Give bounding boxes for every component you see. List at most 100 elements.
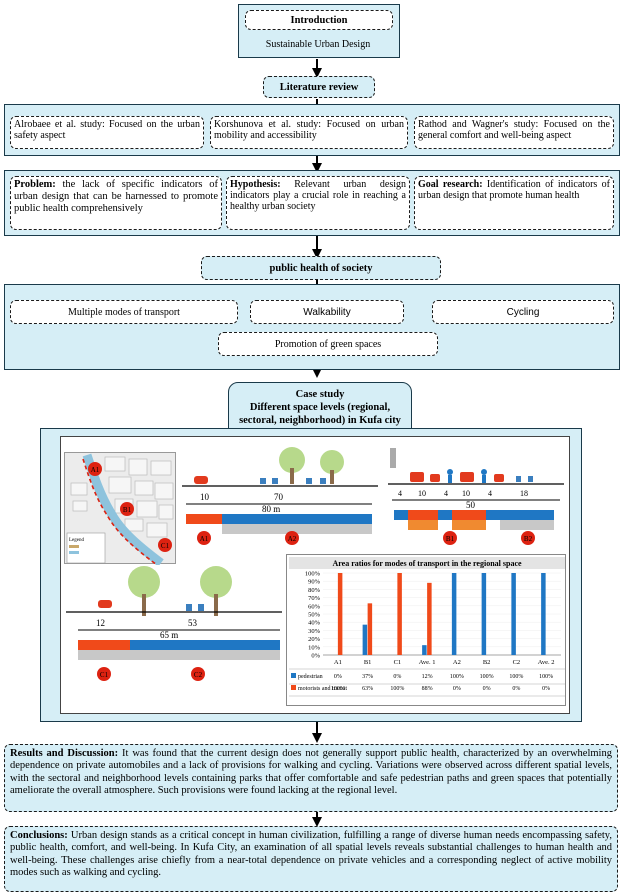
s3-dim-2: 53 — [188, 618, 198, 628]
case-study-line1: Different space levels (regional, — [249, 402, 391, 413]
case-study-line2: sectoral, neighborhood) in Kufa city — [239, 415, 401, 426]
introduction-box: Introduction Sustainable Urban Design — [238, 4, 400, 58]
s1-dim-2: 70 — [274, 492, 284, 502]
conclusions-label: Conclusions: — [10, 830, 68, 841]
conclusions-text: Urban design stands as a critical concep… — [10, 830, 612, 879]
conclusions-box: Conclusions: Urban design stands as a cr… — [4, 826, 618, 892]
goal-text: Identification of indicators of urban de… — [418, 179, 610, 201]
x-tick-label: A1 — [334, 659, 342, 666]
s2-dim-3: 4 — [444, 489, 448, 498]
table-cell: 0% — [483, 686, 491, 692]
bench-icon — [186, 604, 204, 611]
hypothesis-box: Hypothesis: Relevant urban design indica… — [226, 176, 410, 230]
bar-pedestrian-6 — [511, 573, 516, 655]
legend-swatch-0 — [291, 673, 296, 678]
x-tick-label: B2 — [483, 659, 491, 666]
s1-marker-a1: A1 — [200, 535, 209, 543]
legend-label-0: pedestrian — [298, 674, 323, 680]
table-cell: 100% — [509, 674, 523, 680]
s3-marker-c2: C2 — [194, 671, 203, 679]
introduction-subtitle: Sustainable Urban Design — [265, 38, 371, 50]
y-tick-label: 10% — [308, 644, 321, 651]
x-tick-label: C2 — [513, 659, 521, 666]
table-cell: 37% — [362, 674, 373, 680]
public-health-box — [4, 284, 620, 370]
map-label-c1: C1 — [161, 542, 170, 550]
study-rathod-wagner: Rathod and Wagner's study: Focused on th… — [414, 116, 614, 149]
x-tick-label: Ave. 2 — [538, 659, 555, 666]
problem-label: Problem: — [14, 179, 56, 190]
s2-marker-b2: B2 — [524, 535, 533, 543]
results-text: It was found that the current design doe… — [10, 748, 612, 797]
table-cell: 100% — [331, 686, 345, 692]
introduction-title: Introduction — [245, 10, 393, 30]
s1-marker-a2: A2 — [288, 535, 297, 543]
table-cell: 63% — [362, 686, 373, 692]
table-cell: 0% — [542, 686, 550, 692]
tree-icon — [128, 566, 160, 616]
car-icon — [98, 600, 112, 608]
s2-dim-6: 18 — [520, 489, 528, 498]
x-tick-label: Ave. 1 — [419, 659, 436, 666]
y-tick-label: 0% — [311, 653, 320, 660]
pedestrian-icon — [481, 469, 487, 475]
goal-label: Goal research: — [418, 179, 483, 190]
s2-marker-b1: B1 — [446, 535, 455, 543]
results-discussion-box: Results and Discussion: It was found tha… — [4, 744, 618, 812]
map-legend-label: Legend — [69, 538, 84, 543]
y-tick-label: 100% — [305, 571, 321, 578]
s3-total: 65 m — [160, 630, 178, 640]
map-graphic: A1 B1 C1 Legend — [66, 453, 174, 567]
bar-pedestrian-1 — [362, 624, 368, 655]
bar-pedestrian-7 — [541, 573, 546, 655]
table-cell: 0% — [334, 674, 342, 680]
y-tick-label: 50% — [308, 612, 321, 619]
y-tick-label: 90% — [308, 579, 321, 586]
s2-dim-4: 10 — [462, 489, 470, 498]
table-cell: 100% — [450, 674, 464, 680]
x-tick-label: B1 — [364, 659, 372, 666]
hypothesis-text: Relevant urban design indicators play a … — [230, 179, 406, 212]
bench-icon — [516, 476, 533, 482]
item-promotion-of-green-spaces: Promotion of green spaces — [218, 332, 438, 356]
s3-marker-c1: C1 — [100, 671, 109, 679]
kufa-map: A1 B1 C1 Legend — [64, 452, 176, 567]
case-study-title: Case study — [295, 388, 345, 400]
study-alrobaee: Alrobaee et al. study: Focused on the ur… — [10, 116, 204, 149]
s2-dim-2: 10 — [418, 489, 426, 498]
study-korshunova: Korshunova et al. study: Focused on urba… — [210, 116, 408, 149]
public-health-title: public health of society — [201, 256, 441, 280]
chart-svg: Area ratios for modes of transport in th… — [289, 557, 565, 697]
street-section-1: 10 70 80 m A1 A2 — [182, 447, 378, 545]
car-icon — [194, 476, 208, 484]
hypothesis-label: Hypothesis: — [230, 179, 281, 190]
bar-motorists-1 — [367, 603, 373, 655]
table-cell: 0% — [393, 674, 401, 680]
street-section-2: 4 10 4 10 4 18 50 B1 B2 — [388, 448, 564, 545]
problem-box: Problem: the lack of specific indicators… — [10, 176, 222, 230]
item-walkability: Walkability — [250, 300, 404, 324]
s1-dim-1: 10 — [200, 492, 210, 502]
table-cell: 12% — [422, 674, 433, 680]
chart-title: Area ratios for modes of transport in th… — [332, 559, 522, 568]
x-tick-label: A2 — [453, 659, 461, 666]
s3-dim-1: 12 — [96, 618, 105, 628]
car-icon — [494, 474, 504, 482]
s1-total: 80 m — [262, 504, 280, 514]
tree-icon — [279, 447, 305, 484]
bench-icon — [260, 478, 326, 484]
car-icon — [430, 474, 440, 482]
bar-motorists-2 — [397, 573, 402, 655]
bus-icon — [460, 472, 474, 482]
y-tick-label: 20% — [308, 636, 321, 643]
literature-review-title: Literature review — [263, 76, 375, 98]
y-tick-label: 80% — [308, 587, 321, 594]
table-cell: 100% — [390, 686, 404, 692]
problem-text: the lack of specific indicators of urban… — [14, 179, 218, 214]
s2-dim-1: 4 — [398, 489, 402, 498]
results-label: Results and Discussion: — [10, 748, 119, 759]
item-cycling: Cycling — [432, 300, 614, 324]
legend-swatch-1 — [291, 685, 296, 690]
map-label-a1: A1 — [91, 466, 100, 474]
bar-pedestrian-5 — [481, 573, 487, 655]
